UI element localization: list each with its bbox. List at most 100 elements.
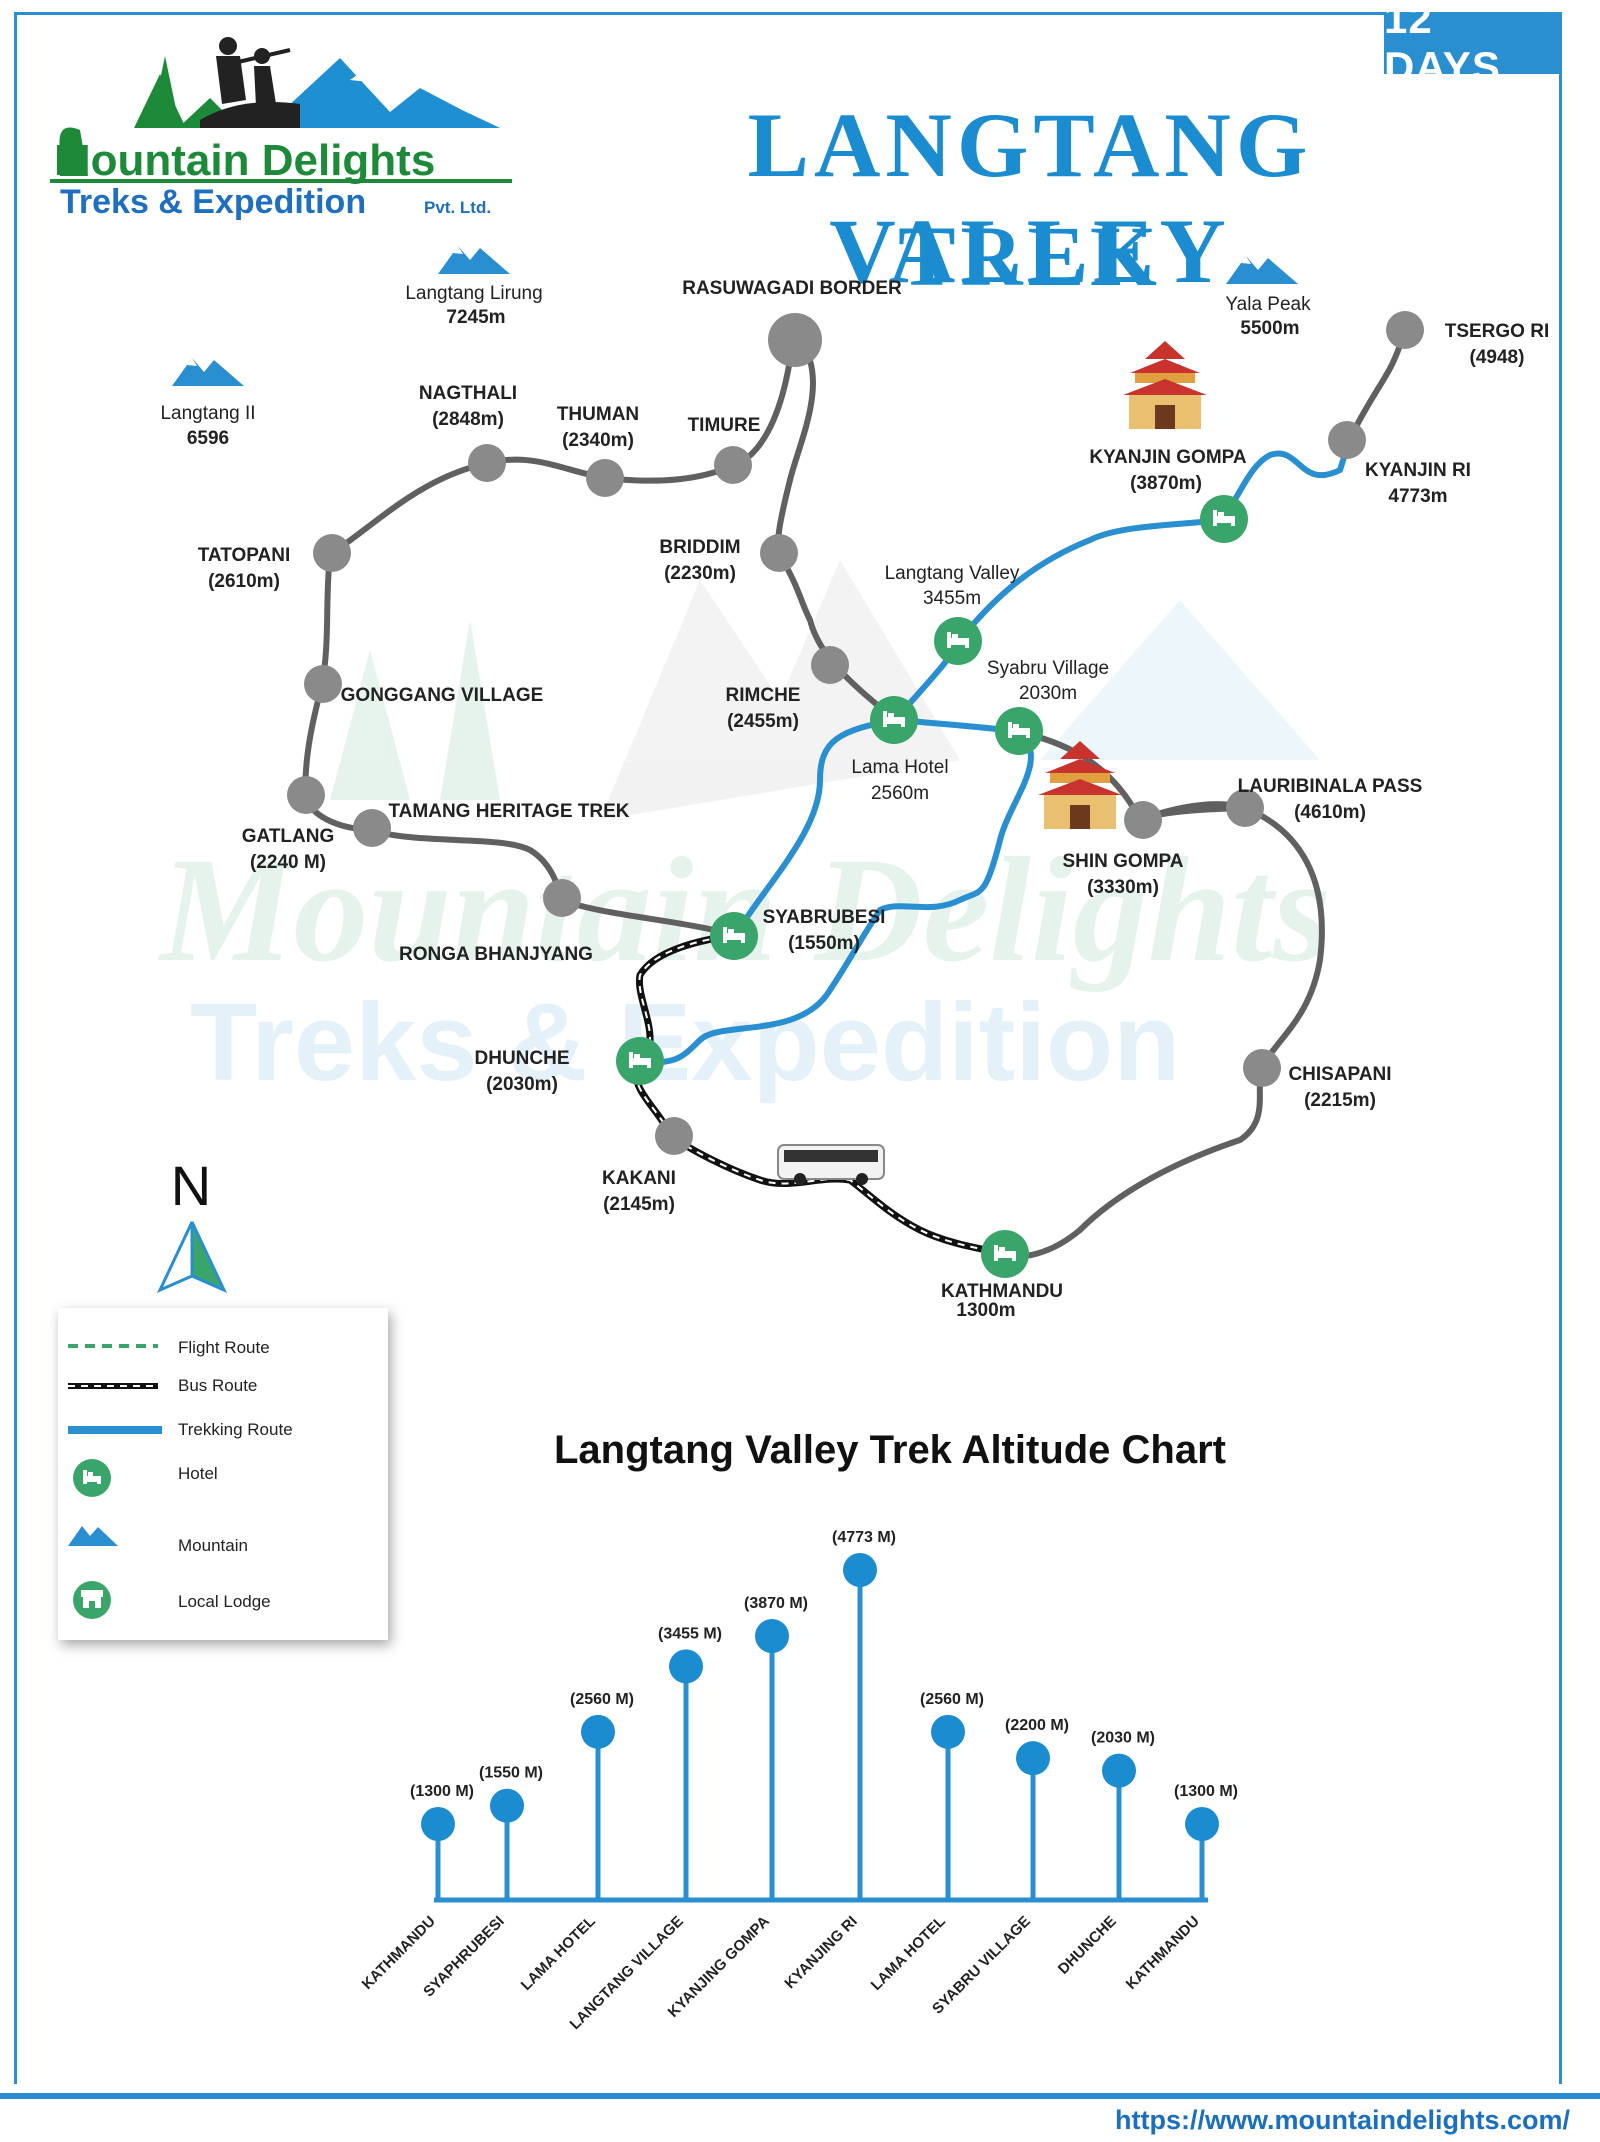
compass-label: N: [171, 1154, 211, 1217]
legend-mountain: Mountain: [178, 1536, 248, 1555]
place-lama-hotel-elev: 2560m: [871, 783, 929, 804]
legend-hotel: Hotel: [178, 1464, 218, 1483]
place-gatlang: GATLANG: [242, 826, 335, 847]
place-briddim-elev: (2230m): [664, 563, 736, 584]
node-shin-gompa: [1124, 801, 1162, 839]
legend-flight: Flight Route: [178, 1338, 270, 1357]
node-rasuwagadi: [768, 313, 822, 367]
mountain-name: Langtang II: [160, 403, 255, 424]
place-syabrubesi: SYABRUBESI: [763, 907, 886, 928]
place-rasuwagadi: RASUWAGADI BORDER: [682, 278, 902, 299]
page-frame: [14, 12, 1562, 2084]
place-tatopani: TATOPANI: [198, 545, 291, 566]
legend-symbols: [68, 1344, 162, 1619]
mountain-icon: [68, 1526, 118, 1546]
place-dhunche-elev: (2030m): [486, 1074, 558, 1095]
place-tamang: TAMANG HERITAGE TREK: [388, 801, 629, 822]
chart-title: Langtang Valley Trek Altitude Chart: [554, 1428, 1226, 1472]
hotel-icon: [1200, 495, 1248, 543]
node-tatopani: [313, 534, 351, 572]
place-timure: TIMURE: [688, 415, 761, 436]
node-rimche: [811, 646, 849, 684]
place-lama-hotel: Lama Hotel: [851, 757, 948, 778]
place-syabru-village-elev: 2030m: [1019, 683, 1077, 704]
legend-bus: Bus Route: [178, 1376, 258, 1395]
node-kyanjin-ri: [1328, 421, 1366, 459]
mountain-icon: [172, 358, 244, 386]
monastery-icon: [1123, 341, 1207, 429]
svg-text:Mountain Delights: Mountain Delights: [158, 827, 1331, 993]
svg-text:Treks & Expedition: Treks & Expedition: [190, 981, 1180, 1104]
monastery-icon: [1038, 741, 1122, 829]
place-dhunche: DHUNCHE: [475, 1048, 570, 1069]
node-tsergo-ri: [1386, 311, 1424, 349]
north-arrow-icon: [156, 1221, 194, 1293]
mountain-icon: [1226, 256, 1298, 284]
place-kathmandu-elev: 1300m: [956, 1300, 1015, 1321]
node-kakani: [655, 1117, 693, 1155]
hotel-icon: [870, 696, 918, 744]
mountain-icon: [438, 246, 510, 274]
place-kathmandu: KATHMANDU: [941, 1281, 1063, 1302]
website-url[interactable]: https://www.mountaindelights.com/: [1115, 2105, 1570, 2135]
watermark: Mountain Delights Treks & Expedition: [158, 560, 1331, 1104]
mountain-elev: 6596: [187, 428, 229, 449]
legend-lodge: Local Lodge: [178, 1592, 271, 1611]
place-kyanjin-ri: KYANJIN RI: [1365, 460, 1471, 481]
logo-mountain-icon: [286, 58, 500, 128]
logo-line-2: Treks & Expedition: [60, 183, 366, 221]
place-nagthali: NAGTHALI: [419, 383, 517, 404]
hotel-markers: [616, 495, 1248, 1278]
title-line-1: LANGTANG VALLEY: [747, 94, 1313, 302]
place-kyanjin-gompa: KYANJIN GOMPA: [1089, 447, 1247, 468]
node-timure: [714, 446, 752, 484]
place-nagthali-elev: (2848m): [432, 409, 504, 430]
mountain-name: Yala Peak: [1225, 294, 1311, 315]
hotel-icon: [710, 912, 758, 960]
place-tsergo-elev: (4948): [1470, 347, 1525, 368]
node-chisapani: [1243, 1049, 1281, 1087]
place-kakani-elev: (2145m): [603, 1194, 675, 1215]
place-chisapani-elev: (2215m): [1304, 1090, 1376, 1111]
place-gatlang-elev: (2240 M): [250, 852, 326, 873]
logo-hiker-icon: [216, 56, 246, 104]
place-thuman-elev: (2340m): [562, 430, 634, 451]
place-syabrubesi-elev: (1550m): [788, 933, 860, 954]
place-briddim: BRIDDIM: [659, 537, 740, 558]
logo-line-1: Mountain Delights: [54, 136, 435, 185]
node-ronga: [543, 879, 581, 917]
lodge-icon: [73, 1581, 111, 1619]
node-gatlang: [287, 776, 325, 814]
place-tatopani-elev: (2610m): [208, 571, 280, 592]
place-ronga: RONGA BHANJYANG: [399, 944, 593, 965]
hotel-icon: [73, 1459, 111, 1497]
place-syabru-village: Syabru Village: [987, 658, 1109, 679]
place-gonggang: GONGGANG VILLAGE: [341, 685, 544, 706]
place-langtang-valley-elev: 3455m: [923, 588, 981, 609]
company-logo: Mountain Delights Treks & Expedition Pvt…: [50, 37, 512, 221]
place-lauribinala-elev: (4610m): [1294, 802, 1366, 823]
place-kyanjin-gompa-elev: (3870m): [1130, 473, 1202, 494]
place-chisapani: CHISAPANI: [1288, 1064, 1391, 1085]
hotel-icon: [981, 1230, 1029, 1278]
node-tamang: [353, 809, 391, 847]
bus-route: [632, 931, 1006, 1258]
place-langtang-valley: Langtang Valley: [885, 563, 1020, 584]
map-legend: Flight Route Bus Route Trekking Route Ho…: [58, 1308, 388, 1640]
node-nagthali: [468, 444, 506, 482]
mountain-elev: 5500m: [1240, 318, 1299, 339]
node-lauribinala: [1226, 789, 1264, 827]
place-rimche-elev: (2455m): [727, 711, 799, 732]
legend-trek: Trekking Route: [178, 1420, 293, 1439]
hotel-icon: [616, 1037, 664, 1085]
place-lauribinala: LAURIBINALA PASS: [1238, 776, 1423, 797]
place-rimche: RIMCHE: [726, 685, 801, 706]
bottom-rule: [0, 2093, 1600, 2099]
place-kyanjin-ri-elev: 4773m: [1388, 486, 1447, 507]
mountain-elev: 7245m: [446, 307, 505, 328]
place-kakani: KAKANI: [602, 1168, 676, 1189]
node-thuman: [586, 459, 624, 497]
compass: N: [156, 1154, 228, 1293]
title-line-2: TREK: [898, 208, 1162, 304]
